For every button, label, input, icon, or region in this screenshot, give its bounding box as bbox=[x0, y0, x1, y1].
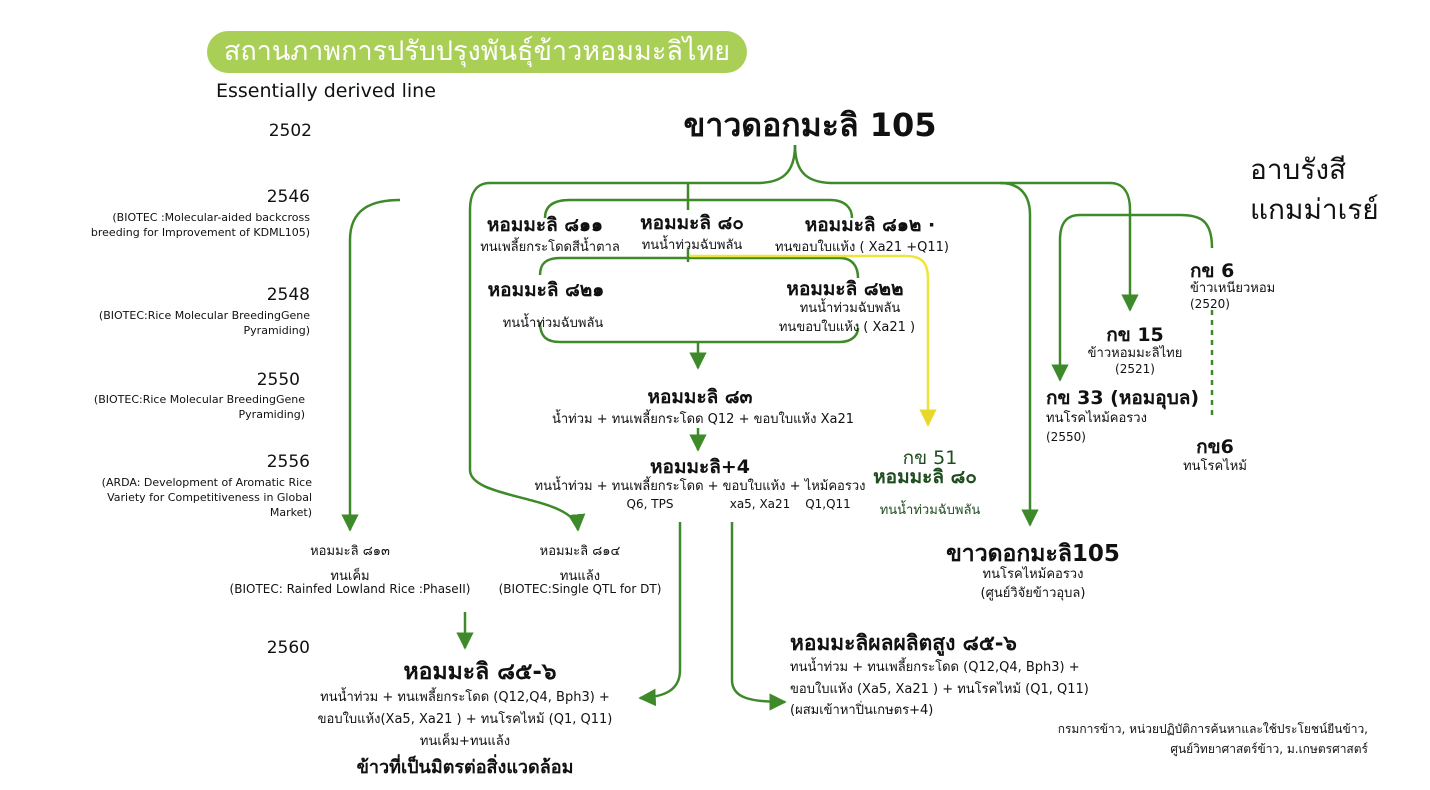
variety-hm83: หอมมะลิ ๘๓ bbox=[647, 386, 753, 408]
variety-rd51-alias: หอมมะลิ ๘๐ bbox=[873, 466, 977, 488]
trait-rd51: ทนน้ำท่วมฉับพลัน bbox=[879, 503, 981, 518]
variety-rd6: กข 6 bbox=[1190, 260, 1235, 282]
side-title-line1: อาบรังสี bbox=[1250, 153, 1347, 186]
credit-line1: กรมการข้าว, หน่วยปฏิบัติการค้นหาและใช้ปร… bbox=[1057, 722, 1368, 736]
variety-hm812: หอมมะลิ ๘๑๒ · bbox=[804, 214, 936, 236]
trait-hm812: ทนขอบใบแห้ง ( Xa21 +Q11) bbox=[775, 240, 949, 255]
credit-line2: ศูนย์วิทยาศาสตร์ข้าว, ม.เกษตรศาสตร์ bbox=[1170, 742, 1368, 756]
year-label: 2560 bbox=[266, 638, 310, 658]
trait-hm821: ทนน้ำท่วมฉับพลัน bbox=[502, 316, 604, 331]
year-note: (BIOTEC:Rice Molecular BreedingGene Pyra… bbox=[93, 393, 305, 421]
trait-kdml105: ทนโรคไหม้คอรวง bbox=[982, 567, 1084, 582]
year-note: (BIOTEC:Rice Molecular BreedingGene Pyra… bbox=[98, 309, 310, 337]
year-label: 2546 bbox=[266, 187, 310, 207]
year-rd33: (2550) bbox=[1046, 430, 1086, 444]
variety-rd6-blast: กข6 bbox=[1196, 436, 1234, 458]
variety-hm822: หอมมะลิ ๘๒๒ bbox=[786, 278, 904, 300]
variety-hm4: หอมมะลิ+4 bbox=[650, 456, 750, 478]
year-label: 2548 bbox=[266, 285, 310, 305]
variety-kdml105-blast: ขาวดอกมะลิ105 bbox=[946, 541, 1120, 567]
note-hm814: (BIOTEC:Single QTL for DT) bbox=[498, 582, 662, 596]
trait-hm856-1: ทนน้ำท่วม + ทนเพลี้ยกระโดด (Q12,Q4, Bph3… bbox=[320, 690, 610, 705]
variety-hm821: หอมมะลิ ๘๒๑ bbox=[487, 279, 605, 301]
year-label: 2502 bbox=[268, 121, 312, 141]
year-label: 2550 bbox=[256, 370, 300, 390]
trait-hm856b-2: ขอบใบแห้ง (Xa5, Xa21 ) + ทนโรคไหม้ (Q1, … bbox=[790, 682, 1089, 697]
year-note: (BIOTEC :Molecular-aided backcross breed… bbox=[90, 211, 310, 239]
trait-hm822-2: ทนขอบใบแห้ง ( Xa21 ) bbox=[778, 320, 916, 335]
trait-hm856-4: ข้าวที่เป็นมิตรต่อสิ่งแวดล้อม bbox=[356, 757, 574, 778]
page-title: สถานภาพการปรับปรุงพันธุ์ข้าวหอมมะลิไทย bbox=[207, 31, 747, 73]
subtitle: Essentially derived line bbox=[216, 80, 436, 102]
gene-hm4-1: Q6, TPS bbox=[626, 497, 674, 511]
trait-hm4: ทนน้ำท่วม + ทนเพลี้ยกระโดด + ขอบใบแห้ง +… bbox=[534, 479, 866, 494]
source-kdml105: (ศูนย์วิจัยข้าวอุบล) bbox=[980, 586, 1086, 601]
gene-hm4-3: Q1,Q11 bbox=[805, 497, 851, 511]
variety-hm813: หอมมะลิ ๘๑๓ bbox=[310, 544, 390, 559]
variety-rd33: กข 33 (หอมอุบล) bbox=[1046, 387, 1200, 409]
trait-hm856-2: ขอบใบแห้ง(Xa5, Xa21 ) + ทนโรคไหม้ (Q1, Q… bbox=[317, 712, 613, 727]
trait-hm856b-1: ทนน้ำท่วม + ทนเพลี้ยกระโดด (Q12,Q4, Bph3… bbox=[790, 660, 1080, 675]
trait-rd6: ข้าวเหนียวหอม bbox=[1190, 281, 1276, 296]
variety-hm80: หอมมะลิ ๘๐ bbox=[640, 212, 744, 234]
year-rd6: (2520) bbox=[1190, 297, 1230, 311]
trait-hm80: ทนน้ำท่วมฉับพลัน bbox=[641, 238, 743, 253]
side-title-line2: แกมม่าเรย์ bbox=[1250, 193, 1379, 226]
variety-rd51: กข 51 bbox=[902, 447, 958, 469]
variety-hm814: หอมมะลิ ๘๑๔ bbox=[539, 544, 621, 559]
variety-hm856-high-yield: หอมมะลิผลผลิตสูง ๘๕-๖ bbox=[790, 631, 1017, 655]
trait-hm83: น้ำท่วม + ทนเพลี้ยกระโดด Q12 + ขอบใบแห้ง… bbox=[552, 412, 854, 427]
trait-rd15: ข้าวหอมมะลิไทย bbox=[1087, 346, 1183, 361]
trait-hm813: ทนเค็ม bbox=[330, 569, 370, 584]
variety-hm811: หอมมะลิ ๘๑๑ bbox=[486, 214, 604, 236]
trait-rd33: ทนโรคไหม้คอรวง bbox=[1046, 411, 1147, 426]
year-label: 2556 bbox=[266, 452, 310, 472]
trait-rd6-blast: ทนโรคไหม้ bbox=[1183, 459, 1247, 474]
year-note: (ARDA: Development of Aromatic Rice Vari… bbox=[101, 476, 312, 519]
trait-hm814: ทนแล้ง bbox=[559, 569, 601, 584]
trait-hm856b-3: (ผสมเข้าหาปิ่นเกษตร+4) bbox=[790, 703, 934, 718]
note-hm813: (BIOTEC: Rainfed Lowland Rice :PhaseII) bbox=[229, 582, 471, 596]
gene-hm4-2: xa5, Xa21 bbox=[729, 497, 791, 511]
root-variety: ขาวดอกมะลิ 105 bbox=[683, 106, 937, 144]
trait-hm811: ทนเพลี้ยกระโดดสีน้ำตาล bbox=[480, 240, 620, 255]
trait-hm856-3: ทนเค็ม+ทนแล้ง bbox=[419, 734, 511, 749]
variety-hm856: หอมมะลิ ๘๕-๖ bbox=[403, 659, 557, 685]
year-rd15: (2521) bbox=[1115, 362, 1155, 376]
variety-rd15: กข 15 bbox=[1106, 324, 1164, 346]
trait-hm822-1: ทนน้ำท่วมฉับพลัน bbox=[799, 301, 901, 316]
